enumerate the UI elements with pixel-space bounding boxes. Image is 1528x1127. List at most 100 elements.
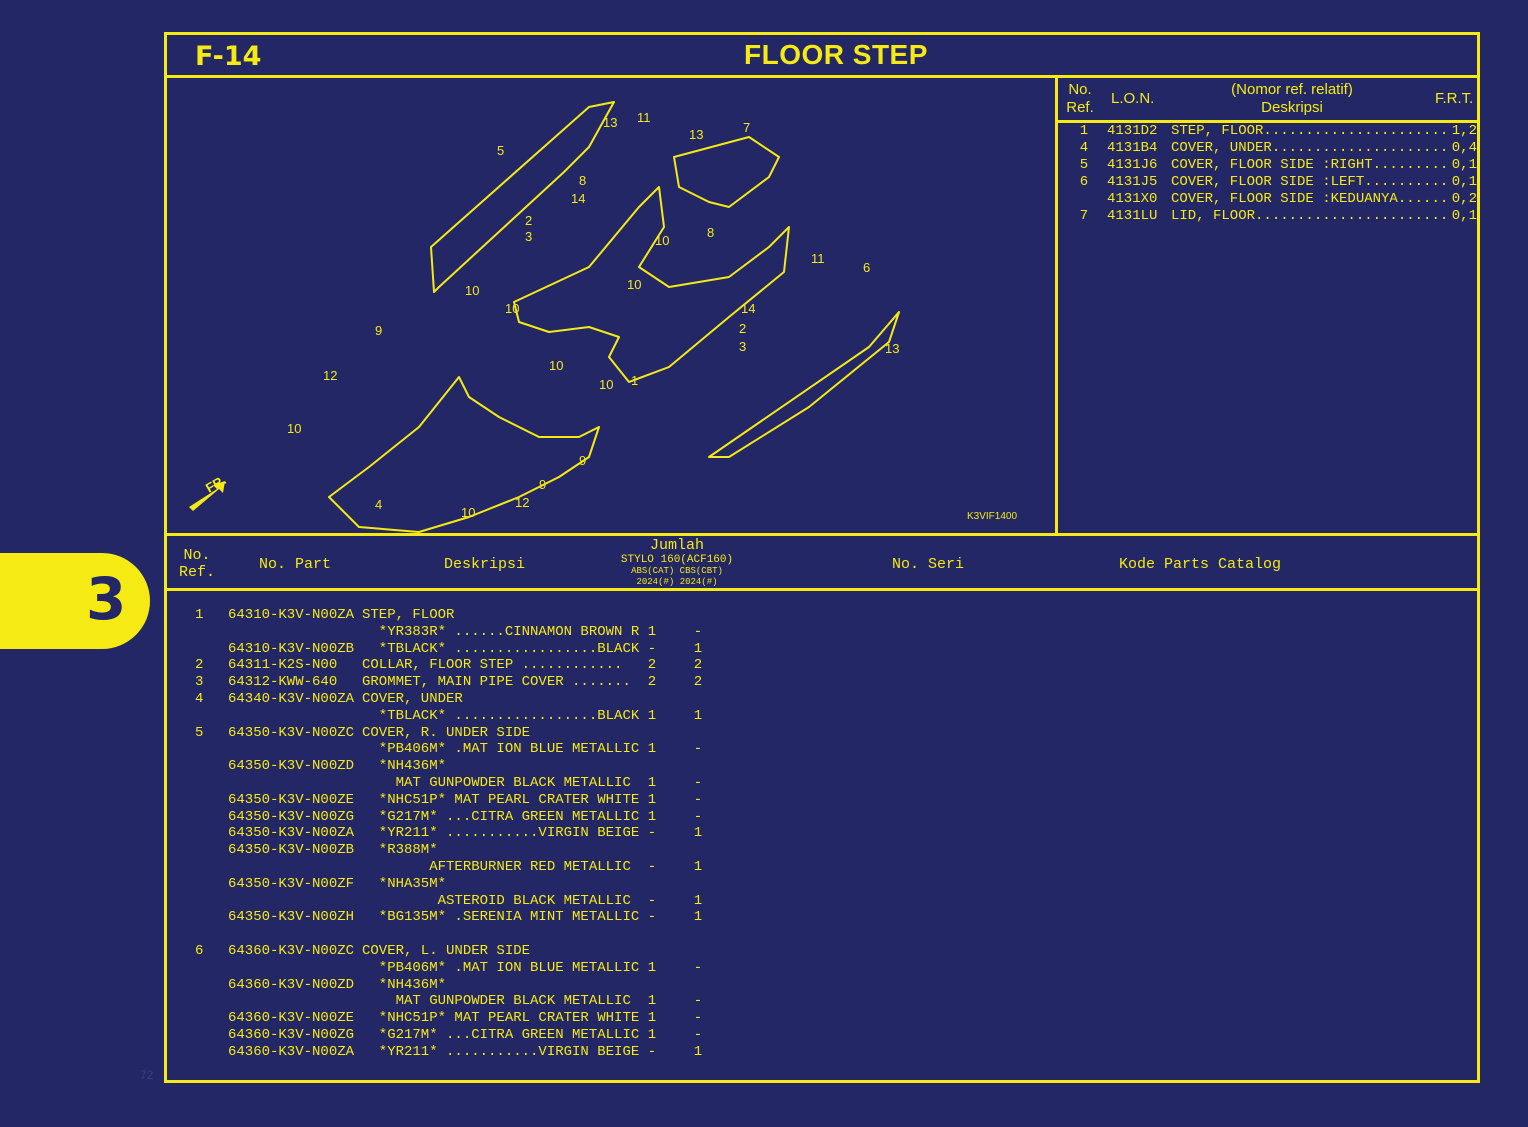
parts-cell-pn: 64360-K3V-N00ZD xyxy=(228,976,355,993)
lon-cell-frt: 1,2 xyxy=(1451,123,1477,139)
svg-text:2: 2 xyxy=(525,213,532,228)
divider-lon-header xyxy=(1055,120,1477,123)
parts-cell-pn: 64350-K3V-N00ZA xyxy=(228,825,355,842)
parts-cell-q2: 1 xyxy=(693,640,703,657)
svg-text:11: 11 xyxy=(811,251,825,266)
parts-cell-pn: 64312-KWW-640 xyxy=(228,674,338,691)
parts-cell-desc: *YR211* ...........VIRGIN BEIGE xyxy=(362,1043,640,1060)
parts-cell-desc: MAT GUNPOWDER BLACK METALLIC xyxy=(362,993,631,1010)
parts-header-catalog: Kode Parts Catalog xyxy=(1119,556,1282,573)
parts-cell-q1: 1 xyxy=(647,959,657,976)
table-row: 64350-K3V-N00ZG *G217M* ...CITRA GREEN M… xyxy=(167,809,767,826)
lon-cell-desc: LID, FLOOR....................... xyxy=(1171,208,1449,224)
table-row: 64350-K3V-N00ZE *NHC51P* MAT PEARL CRATE… xyxy=(167,792,767,809)
divider-diagram xyxy=(167,533,1477,536)
lon-header-desc-2: Deskripsi xyxy=(1261,99,1323,116)
parts-cell-desc: COVER, L. UNDER SIDE xyxy=(362,943,531,959)
table-row: 64350-K3V-N00ZB *R388M* xyxy=(167,842,767,859)
svg-text:9: 9 xyxy=(579,453,586,468)
svg-text:10: 10 xyxy=(627,277,641,292)
svg-text:6: 6 xyxy=(863,260,870,275)
lon-cell-frt: 0,1 xyxy=(1451,174,1477,190)
lon-cell-ref: 1 xyxy=(1079,123,1089,139)
parts-cell-q1: 1 xyxy=(647,1027,657,1043)
page-number: 72 xyxy=(140,1068,154,1082)
svg-text:10: 10 xyxy=(655,233,669,248)
parts-cell-q2: 1 xyxy=(693,1043,703,1060)
table-row: 64360-K3V-N00ZG *G217M* ...CITRA GREEN M… xyxy=(167,1027,767,1044)
svg-text:12: 12 xyxy=(323,368,337,383)
svg-text:13: 13 xyxy=(603,115,617,130)
table-row: 2 64311-K2S-N00 COLLAR, FLOOR STEP .......… xyxy=(167,657,767,674)
parts-cell-q2: 2 xyxy=(693,657,703,674)
parts-cell-pn: 64350-K3V-N00ZF xyxy=(228,875,355,892)
table-row: ASTEROID BLACK METALLIC-1 xyxy=(167,893,767,910)
front-arrow-icon xyxy=(189,481,225,511)
lon-cell-lon: 4131D2 xyxy=(1107,123,1158,139)
parts-cell-pn: 64360-K3V-N00ZA xyxy=(228,1043,355,1060)
table-row: 64360-K3V-N00ZE *NHC51P* MAT PEARL CRATE… xyxy=(167,1010,767,1027)
jumlah-years: 2024(#) 2024(#) xyxy=(636,577,718,587)
svg-text:8: 8 xyxy=(579,173,586,188)
parts-cell-ref: 3 xyxy=(195,674,204,691)
parts-cell-ref: 6 xyxy=(195,943,204,959)
lon-cell-frt: 0,4 xyxy=(1451,140,1477,156)
parts-cell-pn: 64360-K3V-N00ZG xyxy=(228,1027,355,1043)
parts-cell-desc: *R388M* xyxy=(362,842,438,859)
lon-cell-desc: COVER, FLOOR SIDE :RIGHT......... xyxy=(1171,157,1449,173)
floor-step xyxy=(513,186,790,383)
parts-cell-q2: 2 xyxy=(693,674,703,691)
parts-cell-desc: *G217M* ...CITRA GREEN METALLIC xyxy=(362,808,640,825)
svg-text:7: 7 xyxy=(743,120,750,135)
parts-cell-q2: - xyxy=(693,808,703,825)
lon-header-noref: No. Ref. xyxy=(1065,81,1095,117)
front-arrow-label: FR. xyxy=(203,472,229,495)
svg-text:8: 8 xyxy=(707,225,714,240)
svg-text:10: 10 xyxy=(465,283,479,298)
parts-header-jumlah: Jumlah STYLO 160(ACF160) ABS(CAT) CBS(CB… xyxy=(607,537,747,588)
svg-text:10: 10 xyxy=(599,377,613,392)
parts-cell-desc: *BG135M* .SERENIA MINT METALLIC xyxy=(362,909,640,926)
parts-cell-desc: COLLAR, FLOOR STEP ............ xyxy=(362,657,623,674)
parts-cell-pn: 64350-K3V-N00ZC xyxy=(228,724,355,741)
parts-cell-q1: 1 xyxy=(647,993,657,1010)
table-row: 64310-K3V-N00ZB *TBLACK* ...............… xyxy=(167,641,767,658)
lon-header-lon: L.O.N. xyxy=(1111,90,1155,107)
parts-cell-desc: *PB406M* .MAT ION BLUE METALLIC xyxy=(362,959,640,976)
svg-text:4: 4 xyxy=(375,497,382,512)
lon-header-desc: (Nomor ref. relatif) Deskripsi xyxy=(1177,81,1407,117)
lon-cell-ref: 5 xyxy=(1079,157,1089,173)
parts-cell-desc: *TBLACK* .................BLACK xyxy=(362,640,640,657)
lon-cell-lon: 4131B4 xyxy=(1107,140,1158,156)
parts-cell-pn: 64310-K3V-N00ZB xyxy=(228,640,355,657)
parts-cell-q1: 2 xyxy=(647,674,657,691)
parts-cell-q2: - xyxy=(693,623,703,640)
parts-cell-ref: 5 xyxy=(195,724,204,741)
svg-text:9: 9 xyxy=(539,477,546,492)
lon-header-no: No. xyxy=(1068,81,1092,98)
lon-header-desc-1: (Nomor ref. relatif) xyxy=(1231,81,1353,98)
parts-cell-desc: ASTEROID BLACK METALLIC xyxy=(362,892,631,909)
jumlah-label: Jumlah xyxy=(649,537,704,554)
under-cover xyxy=(328,376,600,533)
lon-cell-desc: COVER, FLOOR SIDE :LEFT.......... xyxy=(1171,174,1449,190)
lon-cell-frt: 0,2 xyxy=(1451,191,1477,207)
parts-cell-pn: 64311-K2S-N00 xyxy=(228,657,338,674)
parts-cell-q2: 1 xyxy=(693,707,703,724)
parts-cell-q1: - xyxy=(647,892,657,909)
section-tab: 3 xyxy=(0,553,150,649)
lon-cell-lon: 4131X0 xyxy=(1107,191,1158,207)
parts-cell-pn: 64350-K3V-N00ZG xyxy=(228,808,355,825)
svg-text:14: 14 xyxy=(741,301,755,316)
svg-text:10: 10 xyxy=(287,421,301,436)
lon-cell-lon: 4131LU xyxy=(1107,208,1158,224)
parts-cell-pn: 64350-K3V-N00ZB xyxy=(228,842,355,859)
parts-cell-q1: 1 xyxy=(647,1010,657,1027)
